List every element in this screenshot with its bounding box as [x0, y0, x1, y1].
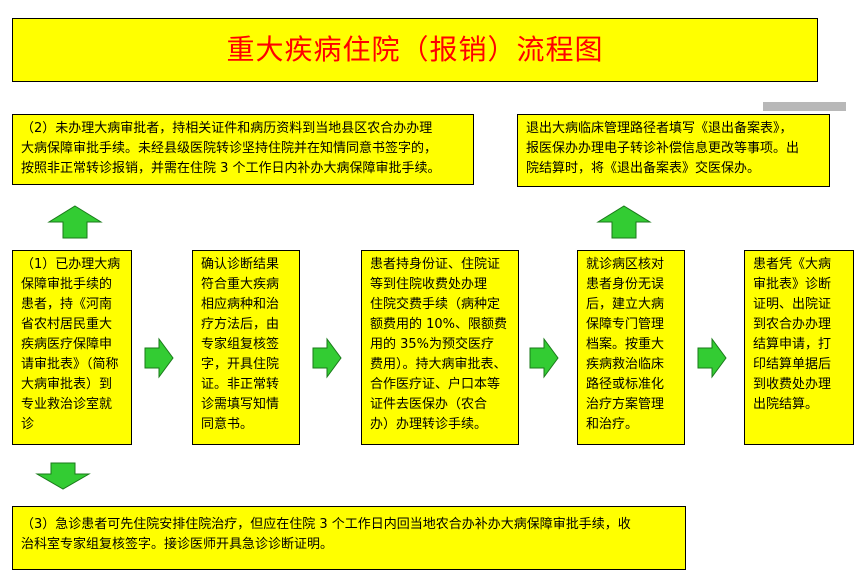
up-arrow-right-icon	[596, 205, 652, 239]
step-3-admission-payment: 患者持身份证、住院证 等到住院收费处办理 住院交费手续（病种定 额费用的 10%…	[361, 250, 519, 445]
right-arrow-4-icon	[697, 337, 727, 379]
title-box: 重大疾病住院（报销）流程图	[12, 18, 818, 82]
step-1-approved-patient: （1）已办理大病 保障审批手续的 患者，持《河南 省农村居民重大 疾病医疗保障申…	[12, 250, 132, 445]
note-exit-pathway: 退出大病临床管理路径者填写《退出备案表》， 报医保办办理电子转诊补偿信息更改等事…	[517, 114, 830, 187]
page-title: 重大疾病住院（报销）流程图	[226, 33, 604, 66]
step-2-confirm-diagnosis: 确认诊断结果 符合重大疾病 相应病种和治 疗方法后，由 专家组复核签 字，开具住…	[192, 250, 300, 445]
note-unapproved-patients: （2）未办理大病审批者，持相关证件和病历资料到当地县区农合办办理 大病保障审批手…	[12, 114, 474, 185]
up-arrow-left-icon	[47, 205, 103, 239]
down-arrow-icon	[35, 462, 91, 490]
step-4-ward-management: 就诊病区核对 患者身份无误 后，建立大病 保障专门管理 档案。按重大 疾病救治临…	[577, 250, 685, 445]
right-arrow-1-icon	[144, 337, 174, 379]
note-emergency-patients: （3）急诊患者可先住院安排住院治疗，但应在住院 3 个工作日内回当地农合办补办大…	[12, 506, 686, 570]
divider-bar	[763, 102, 846, 111]
right-arrow-2-icon	[312, 337, 342, 379]
right-arrow-3-icon	[529, 337, 559, 379]
step-5-discharge-settlement: 患者凭《大病 审批表》诊断 证明、出院证 到农合办办理 结算申请，打 印结算单据…	[744, 250, 854, 445]
